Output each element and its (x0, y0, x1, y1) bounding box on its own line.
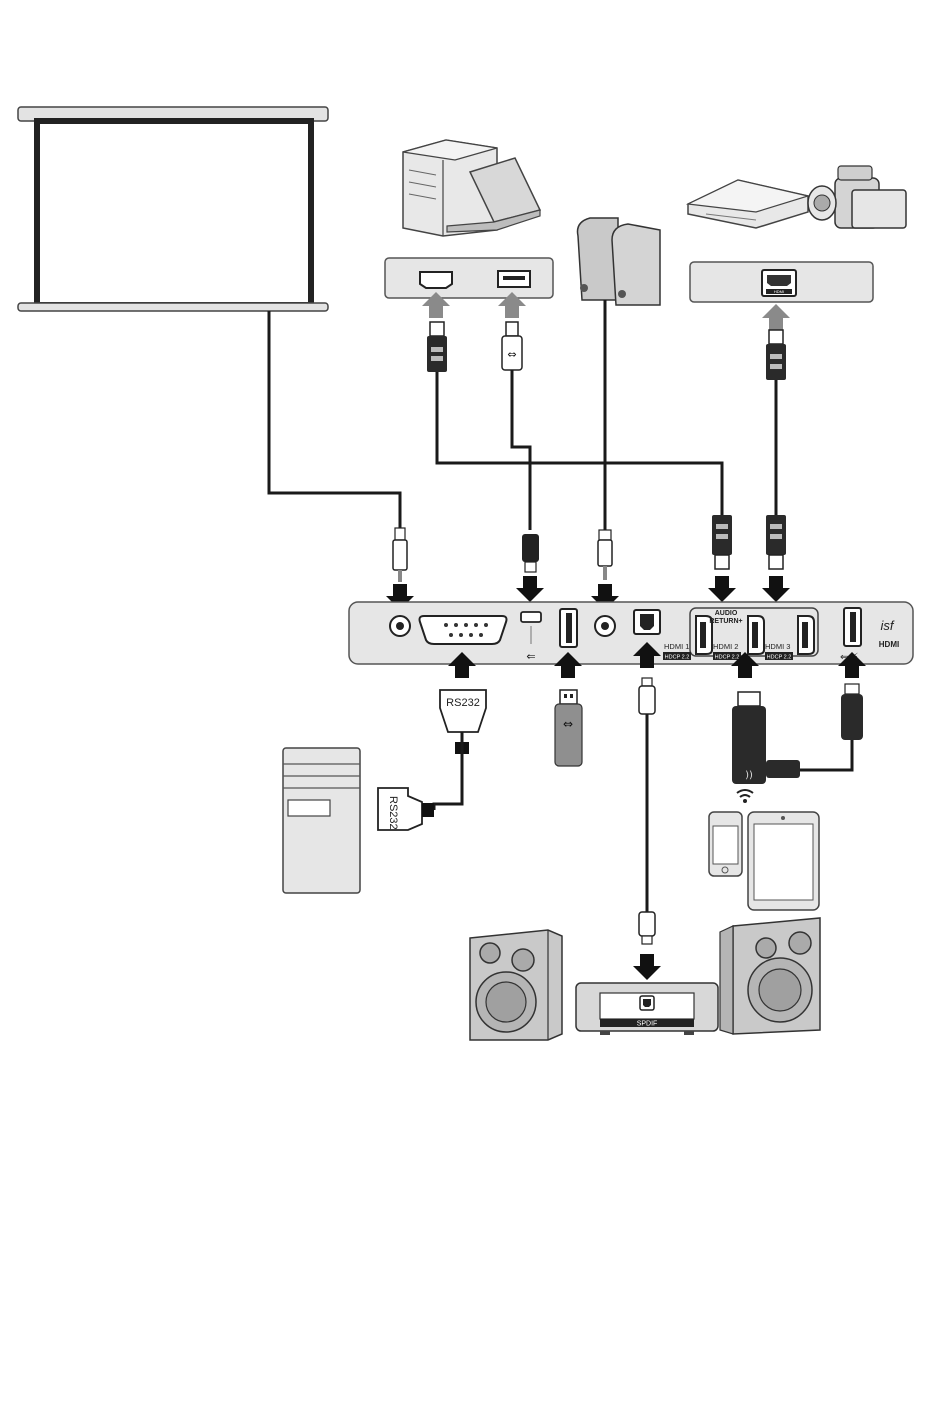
trigger-port (390, 616, 410, 636)
hdmi1-label: HDMI 1 (664, 642, 689, 651)
hdmi-port-icon (420, 272, 452, 288)
audio-return-label-2: RETURN+ (709, 618, 742, 625)
hdmi2-label: HDMI 2 (713, 642, 738, 651)
video-source-port-panel: HDMI (690, 262, 873, 302)
pc-hdmi-cable (437, 372, 722, 515)
hdmi3-plug (766, 515, 786, 569)
screen-trigger-cable (269, 311, 400, 530)
hdmi3-label: HDMI 3 (765, 642, 790, 651)
computer-port-panel (385, 258, 553, 298)
audio-return-label: AUDIO (715, 610, 738, 617)
hdmi-logo: HDMI (879, 640, 899, 649)
hdcp1-label: HDCP 2.2 (665, 655, 690, 661)
usb-power-plug (841, 684, 863, 740)
spdif-plug-bottom (639, 912, 655, 944)
smartphone-icon (709, 812, 742, 876)
rs232-port (420, 616, 507, 644)
pc-hdmi-plug (427, 322, 447, 372)
wifi-icon (737, 790, 753, 803)
desktop-pc-icon (283, 748, 360, 893)
source-hdmi-plug (766, 330, 786, 380)
rs232-pc-connector: RS232 (378, 788, 434, 830)
svg-text:)): )) (745, 770, 753, 781)
mini-usb-plug (522, 534, 539, 572)
pc-usb-plug: ⇔ (502, 322, 522, 370)
tablet-icon (748, 812, 819, 910)
camcorder-icon (808, 166, 906, 228)
audio-out-jack-plug (598, 530, 612, 580)
pc-usb-cable (512, 370, 530, 530)
spdif-label: SPDIF (637, 1021, 658, 1028)
av-receiver: SPDIF (576, 983, 718, 1035)
hdmi2-port (748, 616, 764, 654)
hdcp3-label: HDCP 2.2 (767, 655, 792, 661)
hdcp2-label: HDCP 2.2 (715, 655, 740, 661)
svg-text:⇔: ⇔ (507, 348, 516, 361)
projection-screen (18, 107, 328, 311)
receiver-arrow-down (633, 954, 661, 980)
hdmi2-plug (712, 515, 732, 569)
usb-flash-drive-icon: ⇔ (555, 690, 582, 766)
spdif-port (634, 610, 660, 634)
trigger-jack-plug (393, 528, 407, 582)
hdmi3-port (798, 616, 814, 654)
right-hifi-speaker (720, 918, 820, 1034)
hdmi-dongle-icon: )) (732, 692, 800, 784)
dvd-player-icon (688, 180, 808, 228)
source-hdmi-arrow-up (762, 304, 790, 330)
svg-text:⇔: ⇔ (563, 717, 573, 731)
rs232-plug-label: RS232 (446, 697, 480, 709)
source-hdmi-port-label: HDMI (774, 289, 784, 294)
dongle-power-cable (800, 740, 852, 770)
svg-text:⇐: ⇐ (526, 650, 535, 663)
spdif-plug-top (639, 678, 655, 714)
audio-out-port (595, 616, 615, 636)
hdmi2-arrow-down (708, 576, 736, 602)
usb-a-port (560, 609, 577, 647)
mini-usb-arrow-down (516, 576, 544, 602)
left-hifi-speaker (470, 930, 562, 1040)
pc-speakers-icon (578, 218, 661, 305)
computer-icon (403, 140, 540, 236)
projector-rear-panel: ⇐ AUDIO RETURN+ (349, 602, 913, 664)
hdmi3-arrow-down (762, 576, 790, 602)
isf-logo: isf (881, 618, 895, 633)
rs232-pc-label: RS232 (387, 796, 399, 830)
